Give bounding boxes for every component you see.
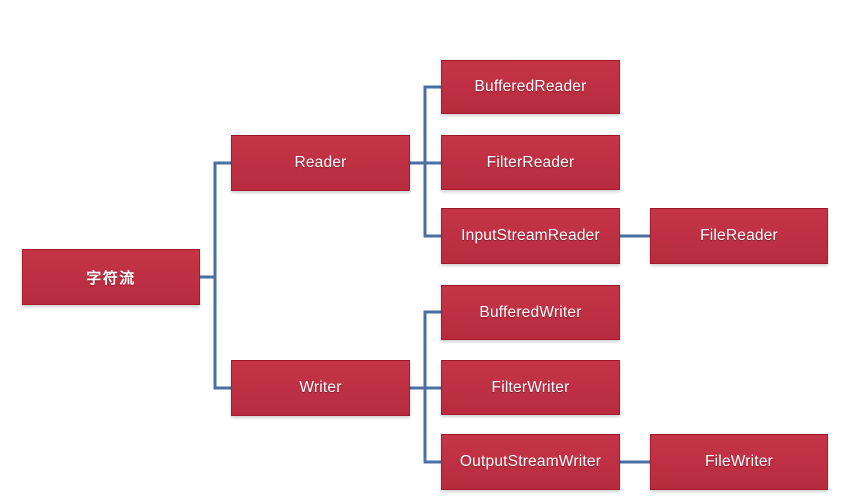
node-label-reader: Reader — [294, 154, 347, 171]
node-filter-reader[interactable]: FilterReader — [441, 135, 620, 190]
node-label-filter-reader: FilterReader — [486, 153, 575, 171]
node-inputstreamreader[interactable]: InputStreamReader — [441, 208, 620, 264]
node-label-file-reader: FileReader — [700, 227, 778, 244]
node-outputstreamwriter[interactable]: OutputStreamWriter — [441, 434, 620, 490]
node-label-inputstreamreader: InputStreamReader — [461, 227, 600, 244]
node-filter-writer[interactable]: FilterWriter — [441, 360, 620, 415]
node-buffered-reader[interactable]: BufferedReader — [441, 60, 620, 114]
node-buffered-writer[interactable]: BufferedWriter — [441, 285, 620, 340]
node-writer[interactable]: Writer — [231, 360, 410, 416]
node-label-outputstreamwriter: OutputStreamWriter — [459, 453, 602, 470]
node-file-writer[interactable]: FileWriter — [650, 434, 828, 490]
node-file-reader[interactable]: FileReader — [650, 208, 828, 264]
node-root[interactable]: 字符流 — [22, 249, 200, 305]
node-label-buffered-reader: BufferedReader — [474, 78, 587, 95]
node-reader[interactable]: Reader — [231, 135, 410, 191]
node-label-file-writer: FileWriter — [704, 453, 774, 470]
node-label-writer: Writer — [299, 379, 342, 396]
node-label-buffered-writer: BufferedWriter — [479, 303, 582, 321]
node-label-root: 字符流 — [86, 269, 136, 287]
node-label-filter-writer: FilterWriter — [491, 378, 570, 396]
